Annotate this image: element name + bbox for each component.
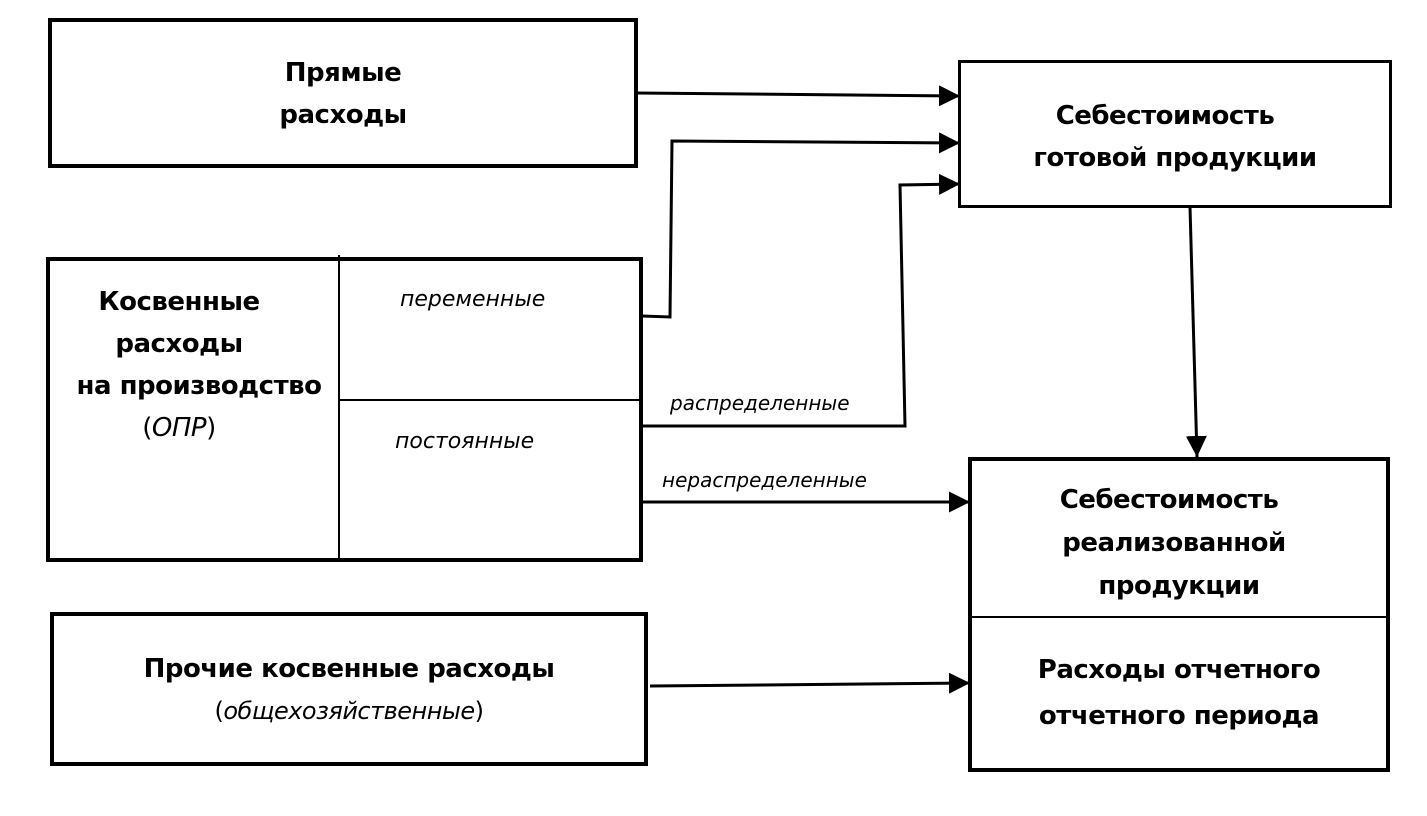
paren-close: ) [474,697,484,725]
other-indirect-line1: Прочие косвенные расходы [143,654,555,684]
period-expenses-label: Расходы отчетного отчетного периода [972,647,1386,739]
paren-close: ) [206,413,216,443]
overhead-line1: Косвенные [98,287,260,317]
arrow-direct-to-finished [635,85,961,107]
cost-of-sales-box: Себестоимость реализованной продукции Ра… [968,457,1390,772]
direct-costs-label: Прямые расходы [52,52,634,136]
finished-goods-line2: готовой продукции [1033,143,1317,173]
overhead-horizontal-divider [340,399,639,401]
finished-goods-cost-label: Себестоимость готовой продукции [961,95,1389,179]
other-indirect-sub-text: общехозяйственные [223,697,475,725]
overhead-line2: расходы [115,329,243,359]
overhead-box: Косвенные расходы на производство (ОПР) … [46,255,643,562]
paren-open: ( [142,413,152,443]
allocated-edge-label: распределенные [670,391,850,415]
overhead-vertical-divider [338,255,340,558]
arrow-other-to-period [649,672,971,694]
direct-costs-line2: расходы [279,100,407,130]
other-indirect-label: Прочие косвенные расходы (общехозяйствен… [54,648,644,732]
overhead-abbr-text: ОПР [151,413,207,443]
overhead-abbr: (ОПР) [50,407,308,449]
cost-of-sales-line1: Себестоимость [1059,485,1279,515]
cost-of-sales-label: Себестоимость реализованной продукции [972,479,1386,608]
paren-open: ( [214,697,224,725]
overhead-label: Косвенные расходы на производство (ОПР) [50,281,338,449]
direct-costs-line1: Прямые [284,58,402,88]
period-expenses-line1: Расходы отчетного [1037,655,1321,685]
finished-goods-cost-box: Себестоимость готовой продукции [958,60,1392,208]
arrow-finished-to-sales [1185,206,1207,458]
direct-costs-box: Прямые расходы [48,18,638,168]
cost-of-sales-divider [972,616,1386,618]
arrow-variable-to-finished [641,132,961,319]
fixed-costs-label: постоянные [395,429,535,454]
cost-of-sales-line3: продукции [1098,571,1260,601]
variable-costs-label: переменные [400,287,546,312]
finished-goods-line1: Себестоимость [1055,101,1275,131]
other-indirect-sub: (общехозяйственные) [54,690,644,732]
overhead-line3: на производство [76,371,322,401]
unallocated-edge-label: нераспределенные [662,468,867,492]
other-indirect-box: Прочие косвенные расходы (общехозяйствен… [50,612,648,766]
arrow-allocated-to-finished [642,173,961,428]
cost-of-sales-line2: реализованной [1062,528,1286,558]
period-expenses-line2: отчетного периода [1038,701,1320,731]
